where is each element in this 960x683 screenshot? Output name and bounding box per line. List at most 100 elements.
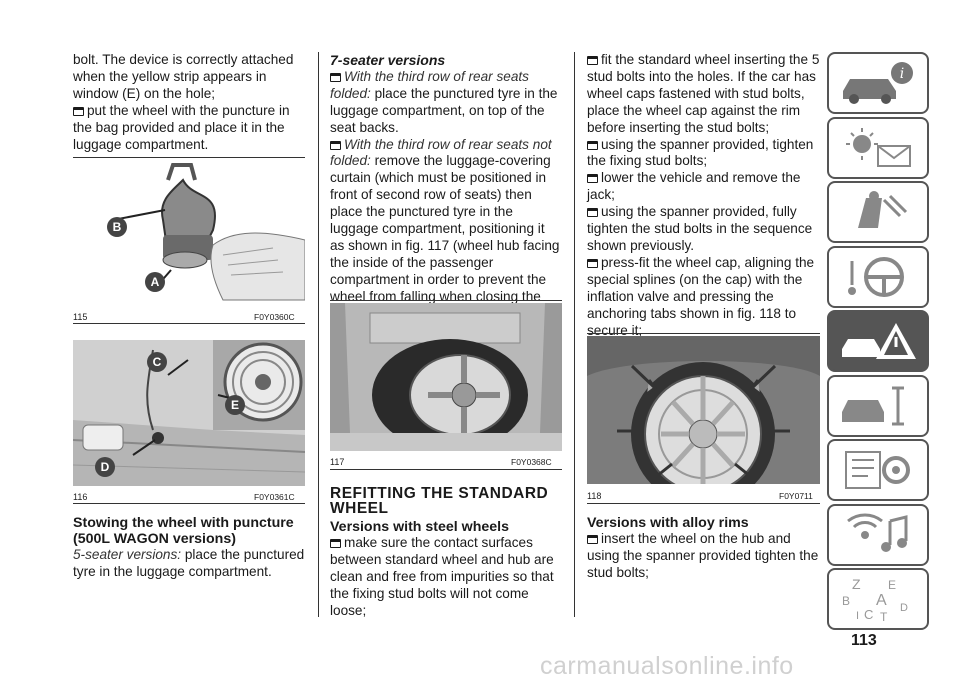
trunk-tie-down-illustration: C E D bbox=[73, 340, 305, 486]
bullet-text: using the spanner provided, tighten the … bbox=[587, 136, 814, 169]
bullet-icon bbox=[330, 72, 341, 82]
italic-label: With the third row of rear seats folded: bbox=[330, 68, 529, 101]
section-heading: Versions with alloy rims bbox=[587, 515, 749, 531]
figure-code: F0Y0360C bbox=[254, 312, 295, 322]
bullet-item: lower the vehicle and remove the jack; bbox=[587, 170, 820, 204]
bullet-icon bbox=[587, 140, 598, 150]
label-a: A bbox=[151, 275, 160, 289]
watermark[interactable]: carmanualsonline.info bbox=[540, 652, 794, 680]
bullet-text: make sure the contact surfaces between s… bbox=[330, 535, 554, 618]
figure-117 bbox=[330, 303, 562, 451]
bullet-text: lower the vehicle and remove the jack; bbox=[587, 170, 801, 203]
label-e: E bbox=[231, 398, 239, 412]
section-heading: Stowing the wheel with puncture (500L WA… bbox=[73, 515, 294, 547]
safety-icon bbox=[858, 191, 908, 228]
bullet-item: press-fit the wheel cap, aligning the sp… bbox=[587, 255, 820, 340]
tab-safety[interactable] bbox=[827, 181, 929, 243]
figure-code: F0Y0711 bbox=[779, 491, 813, 501]
bullet-item: using the spanner provided, fully tighte… bbox=[587, 204, 820, 255]
svg-text:I: I bbox=[856, 610, 859, 622]
tab-emergency[interactable] bbox=[827, 310, 929, 372]
bullet-item: using the spanner provided, tighten the … bbox=[587, 137, 820, 171]
bullet-icon bbox=[587, 208, 598, 218]
figure-116: C E D bbox=[73, 340, 305, 486]
svg-text:C: C bbox=[864, 607, 873, 622]
figure-rule bbox=[587, 503, 820, 504]
tab-maintenance[interactable] bbox=[827, 374, 929, 437]
bullet-icon bbox=[330, 140, 341, 150]
bullet-icon bbox=[587, 174, 598, 184]
column-2-lower: REFITTING THE STANDARD WHEEL Versions wi… bbox=[330, 478, 562, 620]
tab-multimedia[interactable] bbox=[827, 503, 929, 566]
svg-text:T: T bbox=[880, 610, 888, 623]
figure-rule bbox=[73, 503, 305, 504]
bullet-item: put the wheel with the puncture in the b… bbox=[73, 103, 305, 154]
italic-label: With the third row of rear seats not fol… bbox=[330, 136, 552, 169]
maintenance-icon bbox=[842, 386, 904, 425]
figure-code: F0Y0361C bbox=[254, 492, 295, 502]
bullet-item: insert the wheel on the hub and using th… bbox=[587, 531, 820, 582]
bullet-item: make sure the contact surfaces between s… bbox=[330, 535, 562, 620]
page-number: 113 bbox=[851, 632, 877, 649]
label-c: C bbox=[153, 355, 162, 369]
bullet-icon bbox=[330, 539, 341, 548]
section-heading: 7-seater versions bbox=[330, 52, 446, 68]
figure-rule bbox=[587, 333, 820, 334]
spare-wheel-trunk-illustration bbox=[330, 303, 562, 451]
column-2: 7-seater versions With the third row of … bbox=[330, 52, 562, 323]
bullet-text: insert the wheel on the hub and using th… bbox=[587, 531, 819, 580]
bullet-icon bbox=[587, 56, 598, 65]
svg-text:i: i bbox=[900, 66, 904, 82]
figure-number: 115 bbox=[73, 312, 88, 322]
tab-technical-data[interactable] bbox=[827, 439, 929, 501]
bullet-item: With the third row of rear seats not fol… bbox=[330, 137, 562, 323]
tab-index[interactable]: Z E B A D I C T bbox=[827, 568, 929, 630]
bullet-text: put the wheel with the puncture in the b… bbox=[73, 102, 290, 152]
tab-warning-lights[interactable] bbox=[827, 116, 929, 179]
bullet-icon bbox=[73, 106, 84, 116]
figure-number: 116 bbox=[73, 492, 88, 502]
label-d: D bbox=[101, 460, 110, 474]
wheel-cap-illustration bbox=[587, 336, 820, 484]
section-heading: Versions with steel wheels bbox=[330, 519, 509, 535]
multimedia-icon bbox=[847, 513, 908, 552]
car-info-icon: i bbox=[843, 62, 913, 104]
driving-icon bbox=[848, 256, 904, 297]
svg-text:D: D bbox=[900, 602, 908, 614]
figure-115: B A bbox=[73, 160, 305, 306]
paragraph-text: place the punctured tyre in the luggage … bbox=[73, 547, 305, 579]
column-1: bolt. The device is correctly attached w… bbox=[73, 52, 305, 153]
label-b: B bbox=[113, 220, 122, 234]
bullet-item: fit the standard wheel inserting the 5 s… bbox=[587, 52, 820, 137]
figure-rule bbox=[73, 323, 305, 324]
emergency-icon bbox=[842, 323, 916, 359]
bullet-text: using the spanner provided, fully tighte… bbox=[587, 204, 813, 253]
svg-text:B: B bbox=[842, 594, 850, 608]
svg-text:E: E bbox=[888, 578, 896, 592]
technical-data-icon bbox=[845, 451, 910, 489]
tab-car-info[interactable]: i bbox=[827, 52, 929, 114]
intro-paragraph: bolt. The device is correctly attached w… bbox=[73, 52, 294, 101]
column-divider bbox=[318, 52, 319, 617]
warning-lights-icon bbox=[846, 127, 911, 167]
figure-code: F0Y0368C bbox=[511, 457, 552, 467]
index-icon: Z E B A D I C T bbox=[842, 576, 908, 623]
bullet-text: press-fit the wheel cap, aligning the sp… bbox=[587, 254, 815, 338]
tab-driving[interactable] bbox=[827, 245, 929, 308]
bullet-text: place the punctured tyre in the luggage … bbox=[330, 85, 558, 135]
chapter-sidebar: i Z E B A D I C T bbox=[827, 52, 929, 633]
column-1-lower: Stowing the wheel with puncture (500L WA… bbox=[73, 512, 305, 581]
bullet-item: With the third row of rear seats folded:… bbox=[330, 69, 562, 137]
figure-number: 117 bbox=[330, 457, 345, 467]
svg-text:Z: Z bbox=[852, 576, 861, 592]
figure-number: 118 bbox=[587, 491, 602, 501]
bullet-text: remove the luggage-covering curtain (whi… bbox=[330, 153, 560, 320]
figure-rule bbox=[73, 157, 305, 158]
bullet-icon bbox=[587, 535, 598, 544]
column-3-lower: Versions with alloy rims insert the whee… bbox=[587, 512, 820, 582]
column-divider bbox=[574, 52, 575, 617]
figure-rule bbox=[330, 469, 562, 470]
tow-device-illustration: B A bbox=[73, 160, 305, 306]
chapter-heading: REFITTING THE STANDARD WHEEL bbox=[330, 485, 549, 517]
svg-text:A: A bbox=[876, 592, 887, 609]
